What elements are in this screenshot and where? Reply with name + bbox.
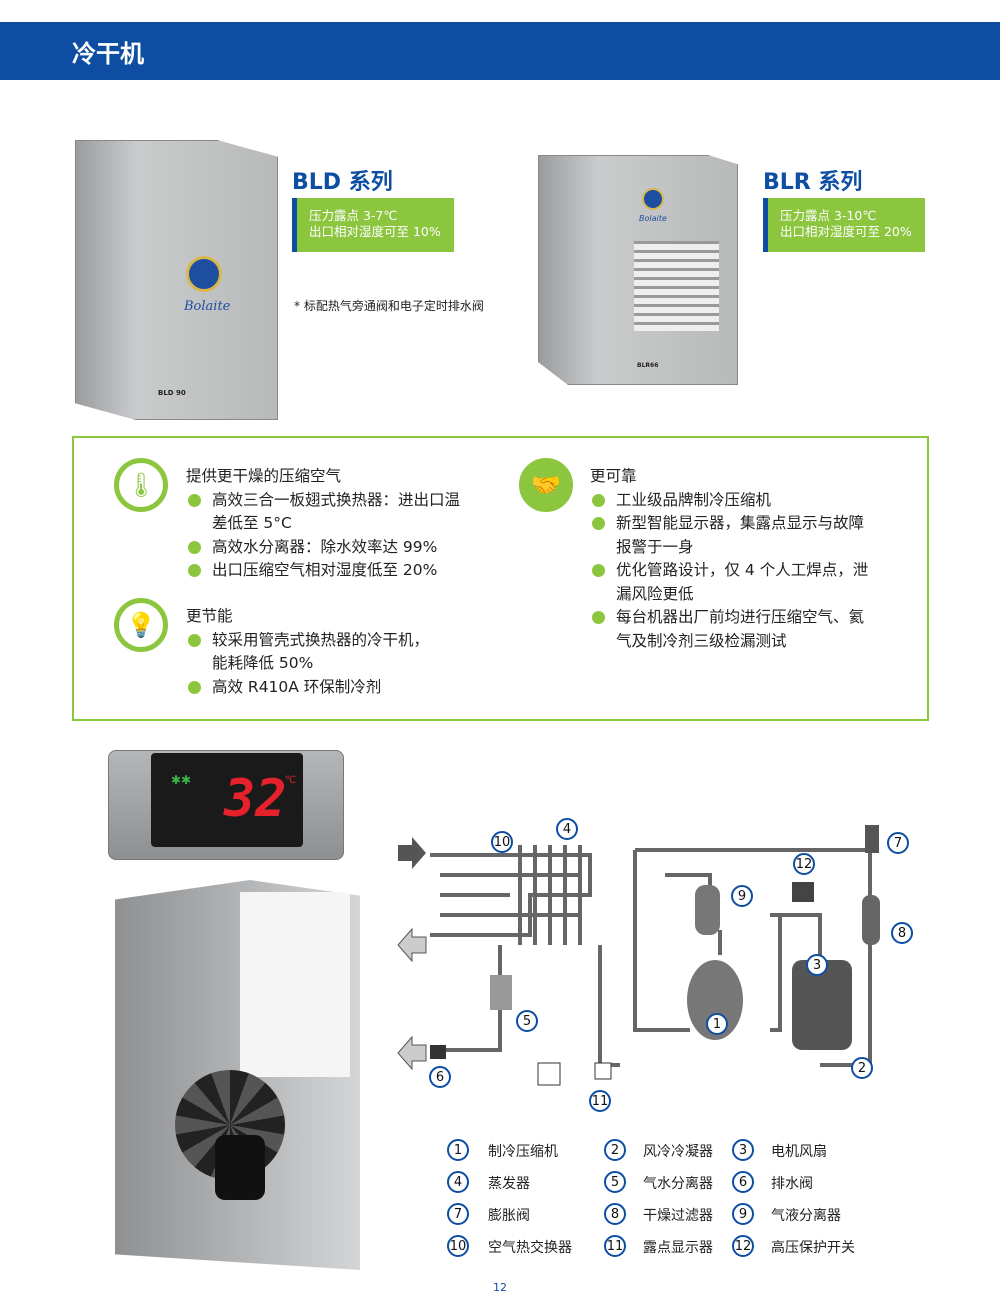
feature-item: 较采用管壳式换热器的冷干机，	[186, 629, 429, 653]
component-marker: 10	[491, 831, 513, 853]
feature-item: 工业级品牌制冷压缩机	[590, 489, 868, 513]
component-marker: 5	[516, 1010, 538, 1032]
standard-note: * 标配热气旁通阀和电子定时排水阀	[294, 299, 484, 313]
model-label: BLD 90	[158, 389, 186, 397]
thermometer-icon: 🌡	[114, 458, 168, 512]
bld-series-title: BLD 系列	[292, 170, 393, 195]
feature-title: 更节能	[186, 607, 233, 625]
drain-arrow	[397, 1035, 427, 1071]
model-label: BLR66	[637, 362, 659, 369]
component-marker: 11	[589, 1090, 611, 1112]
feature-item: 优化管路设计，仅 4 个人工焊点，泄	[590, 559, 868, 583]
feature-energy: 更节能 较采用管壳式换热器的冷干机， 能耗降低 50% 高效 R410A 环保制…	[186, 605, 429, 699]
legend-label: 干燥过滤器	[643, 1208, 713, 1224]
humidity-spec: 出口相对湿度可至 20%	[780, 224, 912, 239]
feature-item-cont: 漏风险更低	[616, 584, 694, 603]
blr-series-title: BLR 系列	[763, 170, 863, 195]
feature-item-cont: 差低至 5°C	[212, 514, 292, 532]
feature-item: 新型智能显示器，集露点显示与故障	[590, 512, 868, 536]
blr-spec-badge: 压力露点 3-10℃ 出口相对湿度可至 20%	[763, 198, 925, 252]
legend-number: 4	[447, 1171, 469, 1193]
legend-number: 11	[604, 1235, 626, 1257]
dew-point-spec: 压力露点 3-10℃	[780, 208, 877, 223]
brand-logo	[642, 188, 664, 210]
feature-item: 高效 R410A 环保制冷剂	[186, 676, 429, 700]
features-box	[72, 436, 929, 721]
humidity-spec: 出口相对湿度可至 10%	[309, 224, 441, 239]
legend-number: 7	[447, 1203, 469, 1225]
legend-number: 9	[732, 1203, 754, 1225]
feature-item-cont: 能耗降低 50%	[212, 654, 314, 672]
component-marker: 3	[806, 954, 828, 976]
feature-item: 高效水分离器：除水效率达 99%	[186, 536, 460, 560]
legend-label: 空气热交换器	[488, 1240, 572, 1256]
feature-item-cont: 报警于一身	[616, 537, 694, 556]
legend-label: 膨胀阀	[488, 1208, 530, 1224]
legend-label: 排水阀	[771, 1176, 813, 1192]
legend-number: 5	[604, 1171, 626, 1193]
handshake-icon: 🤝	[519, 458, 573, 512]
legend-number: 1	[447, 1139, 469, 1161]
display-readout: 32	[224, 769, 287, 829]
brand-logo	[186, 256, 222, 292]
legend-label: 高压保护开关	[771, 1240, 855, 1256]
legend-label: 蒸发器	[488, 1176, 530, 1192]
component-marker: 8	[891, 922, 913, 944]
component-marker: 2	[851, 1057, 873, 1079]
bld-product-image: Bolaite BLD 90	[75, 140, 278, 420]
feature-item: 高效三合一板翅式换热器：进出口温	[186, 489, 460, 513]
brand-text: Bolaite	[184, 299, 231, 314]
legend-label: 气液分离器	[771, 1208, 841, 1224]
legend-label: 露点显示器	[643, 1240, 713, 1256]
air-outlet-arrow	[397, 927, 427, 963]
dew-point-spec: 压力露点 3-7℃	[309, 208, 398, 223]
legend-number: 8	[604, 1203, 626, 1225]
vent-grille	[634, 241, 719, 331]
component-marker: 1	[706, 1013, 728, 1035]
component-marker: 6	[429, 1066, 451, 1088]
legend-number: 12	[732, 1235, 754, 1257]
air-inlet-arrow	[398, 837, 426, 869]
feature-reliable: 更可靠 工业级品牌制冷压缩机 新型智能显示器，集露点显示与故障 报警于一身 优化…	[590, 465, 868, 653]
component-marker: 7	[887, 832, 909, 854]
feature-dry: 提供更干燥的压缩空气 高效三合一板翅式换热器：进出口温 差低至 5°C 高效水分…	[186, 465, 460, 583]
feature-item: 出口压缩空气相对湿度低至 20%	[186, 559, 460, 583]
feature-title: 更可靠	[590, 467, 637, 485]
blr-product-image: Bolaite BLR66	[538, 155, 738, 385]
snowflake-icon: ✱✱	[171, 773, 192, 787]
feature-item: 每台机器出厂前均进行压缩空气、氦	[590, 606, 868, 630]
page-number: 12	[493, 1281, 507, 1294]
legend-number: 2	[604, 1139, 626, 1161]
component-marker: 9	[731, 885, 753, 907]
component-marker: 12	[793, 853, 815, 875]
display-unit: ℃	[285, 775, 297, 786]
feature-item-cont: 气及制冷剂三级检漏测试	[616, 631, 787, 650]
feature-title: 提供更干燥的压缩空气	[186, 467, 342, 485]
bld-spec-badge: 压力露点 3-7℃ 出口相对湿度可至 10%	[292, 198, 454, 252]
controller-display: 32 ℃ ✱✱	[108, 750, 344, 860]
component-marker: 4	[556, 818, 578, 840]
legend-number: 6	[732, 1171, 754, 1193]
legend-label: 风冷冷凝器	[643, 1144, 713, 1160]
page-title: 冷干机	[72, 40, 144, 68]
legend-number: 3	[732, 1139, 754, 1161]
legend-label: 电机风扇	[771, 1144, 827, 1160]
lightbulb-leaf-icon: 💡	[114, 598, 168, 652]
header-bar: 冷干机	[0, 22, 1000, 80]
dryer-interior-image	[115, 880, 360, 1270]
refrigeration-schematic	[397, 825, 880, 1086]
legend-label: 气水分离器	[643, 1176, 713, 1192]
legend-label: 制冷压缩机	[488, 1144, 558, 1160]
legend-number: 10	[447, 1235, 469, 1257]
brand-text: Bolaite	[639, 214, 667, 223]
